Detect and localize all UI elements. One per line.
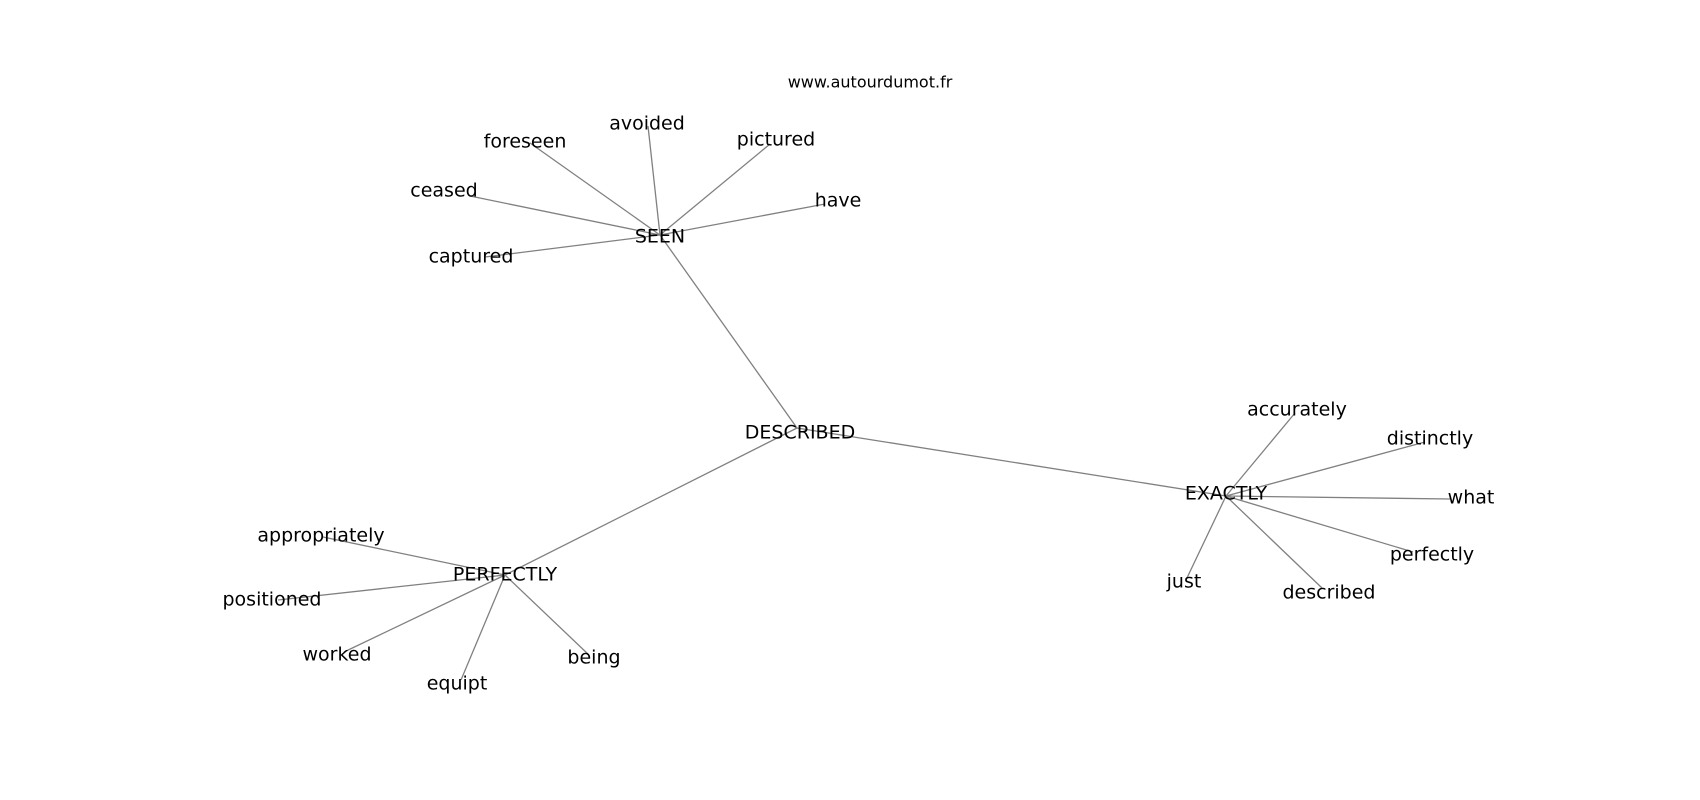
edge-seen-to-avoided (647, 125, 661, 236)
edge-perfectly-to-being (504, 574, 590, 656)
leaf-node-label: appropriately (257, 525, 384, 547)
edge-exactly-to-perfectly (1225, 495, 1414, 553)
watermark-text: www.autourdumot.fr (788, 73, 953, 92)
edge-perfectly-to-worked (343, 574, 506, 653)
leaf-node-label: perfectly (1390, 544, 1474, 566)
hub-node-label: SEEN (635, 226, 685, 248)
leaf-node-label: just (1166, 571, 1202, 593)
leaf-node-label: captured (429, 246, 514, 268)
leaf-node-label: equipt (427, 673, 488, 695)
edge-exactly-to-what (1225, 495, 1451, 500)
hub-node-label: EXACTLY (1185, 483, 1268, 505)
center-node-label: DESCRIBED (745, 422, 855, 444)
edge-center-to-perfectly (504, 427, 798, 576)
edge-seen-to-have (659, 203, 826, 236)
graph-labels: DESCRIBED SEEN foreseen avoided pictured ceas… (222, 113, 1494, 695)
leaf-node-label: have (815, 190, 862, 212)
edge-seen-to-pictured (659, 143, 771, 236)
edge-seen-to-captured (484, 234, 661, 258)
hub-node-label: PERFECTLY (453, 564, 558, 586)
edge-exactly-to-distinctly (1225, 441, 1426, 497)
leaf-node-label: pictured (737, 129, 815, 151)
leaf-node-label: positioned (222, 589, 321, 611)
edge-exactly-to-described (1225, 495, 1323, 589)
edge-perfectly-to-equipt (460, 574, 506, 681)
leaf-node-label: being (567, 647, 620, 669)
edge-exactly-to-accurately (1225, 412, 1296, 497)
graph-edges (277, 125, 1451, 681)
leaf-node-label: described (1283, 582, 1376, 604)
edge-center-to-seen (659, 234, 798, 429)
edge-perfectly-to-appropriately (322, 536, 506, 576)
leaf-node-label: ceased (410, 180, 477, 202)
leaf-node-label: what (1448, 487, 1495, 509)
leaf-node-label: avoided (609, 113, 685, 135)
edge-seen-to-ceased (469, 195, 661, 236)
edge-perfectly-to-positioned (277, 574, 506, 601)
edge-center-to-exactly (796, 427, 1227, 497)
leaf-node-label: distinctly (1387, 428, 1473, 450)
leaf-node-label: foreseen (484, 131, 567, 153)
edge-exactly-to-just (1185, 495, 1227, 581)
edge-seen-to-foreseen (529, 142, 661, 236)
leaf-node-label: accurately (1247, 399, 1347, 421)
leaf-node-label: worked (302, 644, 371, 666)
